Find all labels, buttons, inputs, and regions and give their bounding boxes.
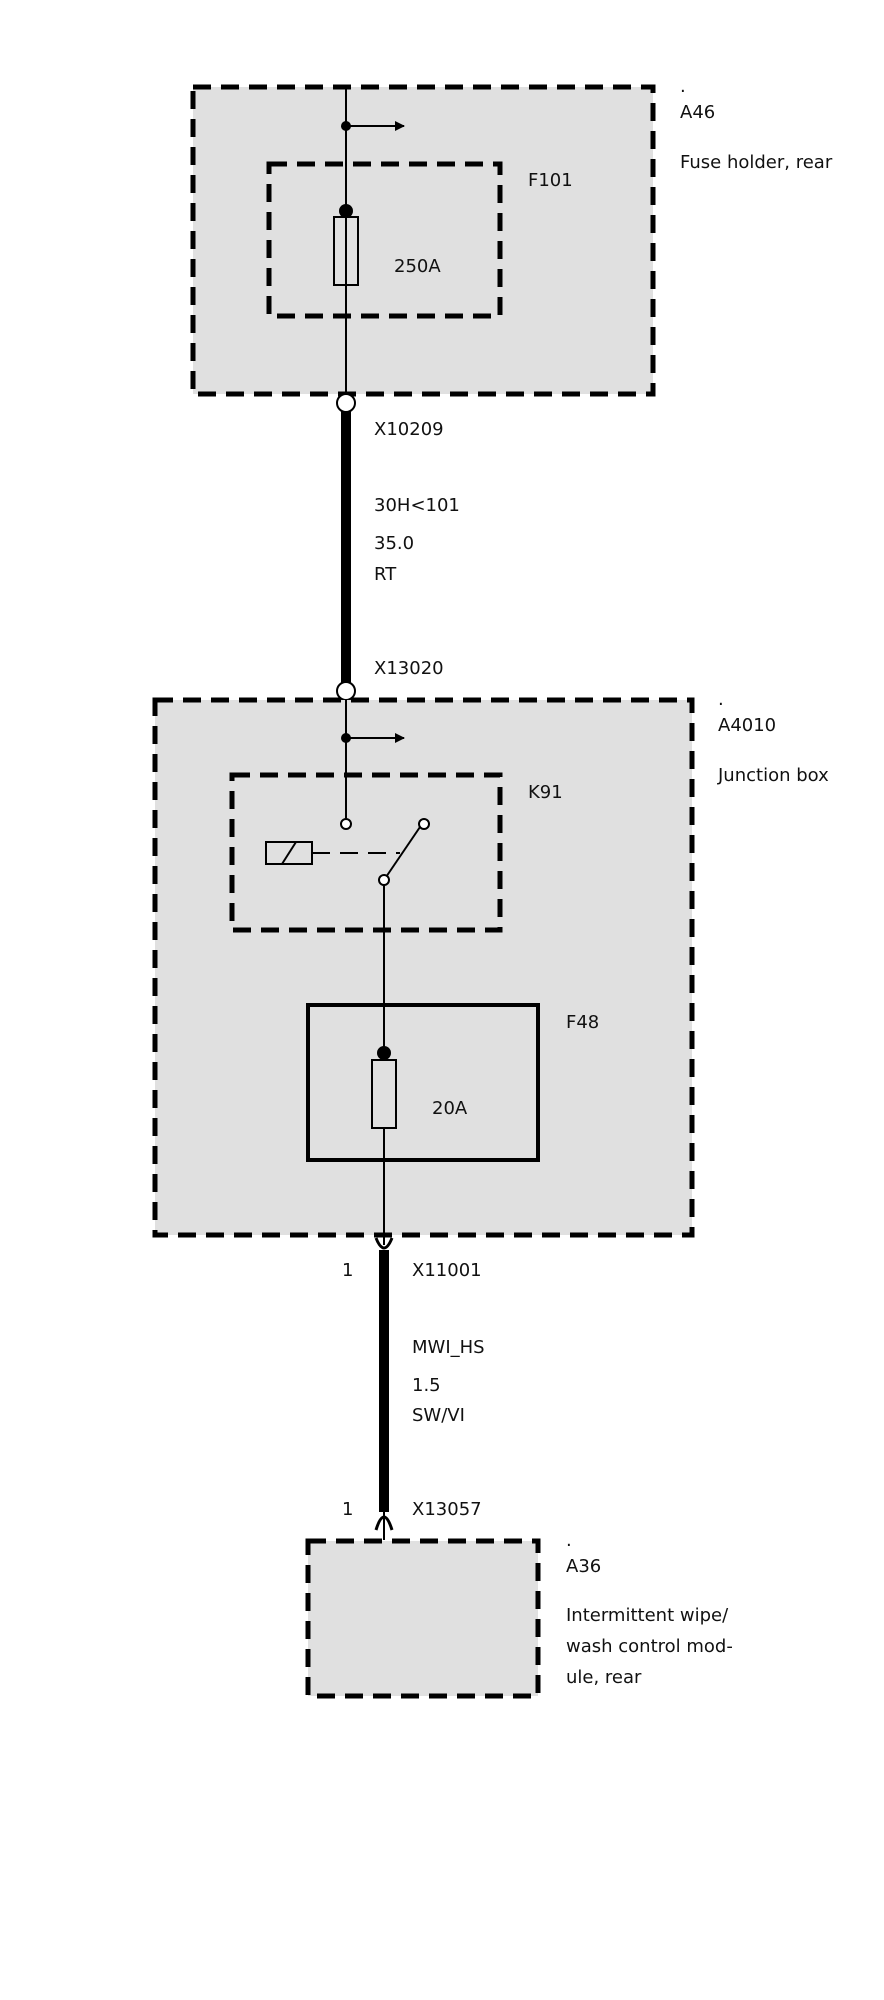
module-a46-box — [190, 84, 656, 397]
wire-2-size: 1.5 — [412, 1375, 441, 1396]
fuse-f48-box — [306, 1003, 540, 1162]
fuse-f48-id: F48 — [566, 1012, 599, 1033]
fuse-f101-rating: 250A — [394, 256, 441, 277]
module-a36-box — [305, 1538, 541, 1699]
fuse-f101: F101 250A — [266, 161, 573, 319]
relay-k91-contact-output — [418, 818, 430, 830]
module-a4010-id: A4010 — [718, 715, 776, 736]
module-a36-id: A36 — [566, 1556, 601, 1577]
connector-x13057-pin: 1 — [342, 1499, 353, 1520]
wire-2: 1 X11001 MWI_HS 1.5 SW/VI 1 X13057 — [342, 1237, 485, 1540]
wire-1: X10209 30H<101 35.0 RT X13020 — [336, 393, 460, 701]
module-a36: . A36 Intermittent wipe/ wash control mo… — [305, 1530, 733, 1699]
module-a46-id: A46 — [680, 102, 715, 123]
relay-k91-contact-input — [340, 818, 352, 830]
connector-x10209 — [336, 393, 356, 413]
connector-x13057-label: X13057 — [412, 1499, 482, 1520]
module-a4010: . A4010 Junction box — [152, 689, 829, 1238]
module-a46-dot: . — [680, 76, 686, 97]
fuse-f48-terminal — [377, 1046, 391, 1060]
wire-1-color: RT — [374, 564, 397, 585]
module-a46: . A46 Fuse holder, rear — [190, 76, 833, 397]
relay-k91-id: K91 — [528, 782, 563, 803]
wire-2-color: SW/VI — [412, 1405, 465, 1426]
module-a4010-box — [152, 697, 695, 1238]
connector-x11001-label: X11001 — [412, 1260, 482, 1281]
module-a36-description-line-1: Intermittent wipe/ — [566, 1605, 729, 1626]
relay-k91-box — [229, 772, 503, 933]
module-a36-description-line-3: ule, rear — [566, 1667, 642, 1688]
connector-x11001-pin: 1 — [342, 1260, 353, 1281]
module-a36-dot: . — [566, 1530, 572, 1551]
module-a46-description: Fuse holder, rear — [680, 152, 833, 173]
connector-x11001-symbol — [374, 1237, 394, 1250]
module-a4010-description: Junction box — [717, 765, 829, 786]
relay-k91-contact-pole — [378, 874, 390, 886]
module-a4010-dot: . — [718, 689, 724, 710]
wire-2-signal: MWI_HS — [412, 1337, 485, 1358]
fuse-f48-rating: 20A — [432, 1098, 468, 1119]
wire-1-size: 35.0 — [374, 533, 414, 554]
connector-x13020 — [336, 681, 356, 701]
wire-1-signal: 30H<101 — [374, 495, 460, 516]
fuse-f48: F48 20A — [306, 1003, 599, 1162]
fuse-f101-id: F101 — [528, 170, 573, 191]
module-a36-description-line-2: wash control mod- — [566, 1636, 733, 1657]
connector-x10209-label: X10209 — [374, 419, 444, 440]
connector-x13020-label: X13020 — [374, 658, 444, 679]
relay-k91-switch-arm — [383, 826, 421, 881]
relay-k91-coil-slash — [281, 841, 297, 865]
fuse-f101-box — [266, 161, 503, 319]
